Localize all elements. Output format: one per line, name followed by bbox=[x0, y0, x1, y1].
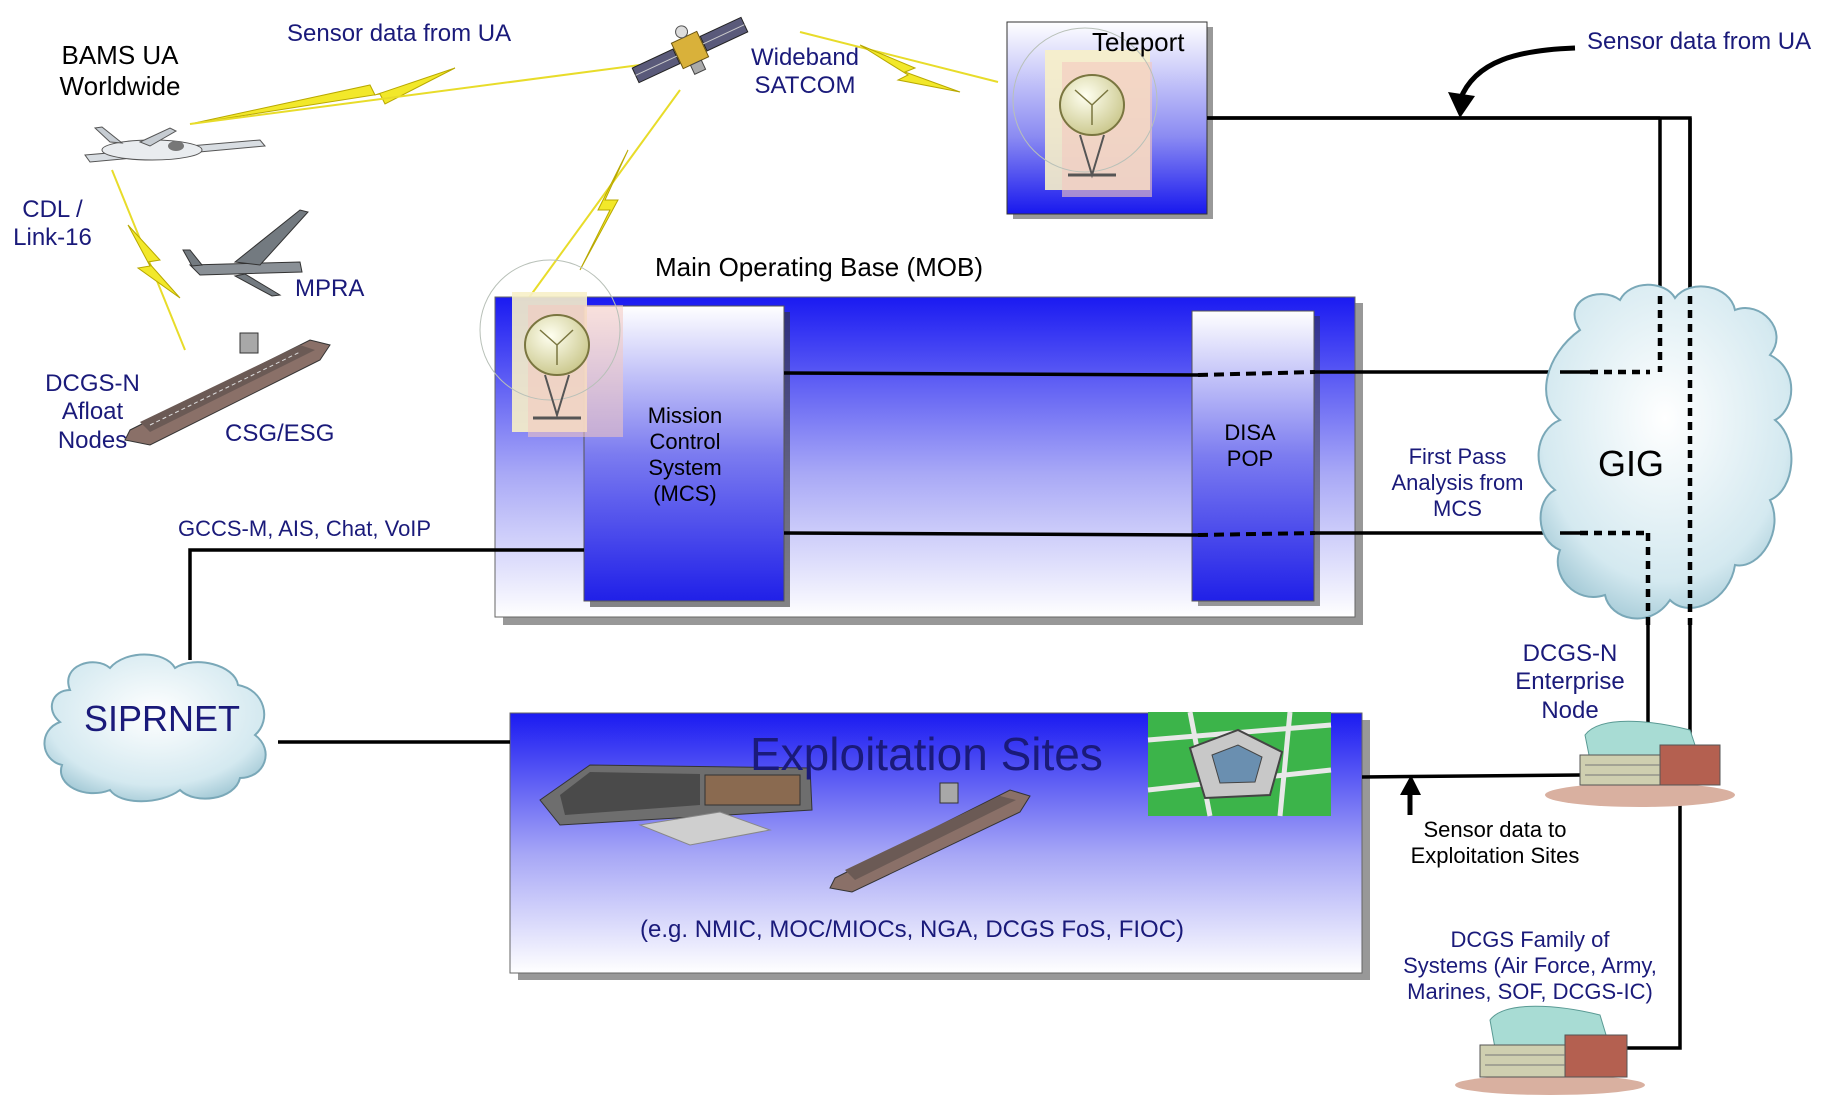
line-exploitation-enterprise bbox=[1361, 773, 1581, 779]
satcom-line2: SATCOM bbox=[754, 72, 856, 100]
satellite-icon bbox=[631, 16, 749, 84]
cdl-link16-label: CDL / Link-16 bbox=[5, 196, 100, 253]
lightning-bolt-cdl bbox=[111, 169, 186, 351]
disa-line1: DISA bbox=[1224, 420, 1276, 445]
exploitation-sites-box bbox=[509, 711, 1370, 980]
office-building-icon bbox=[539, 764, 813, 846]
connection-lines bbox=[188, 116, 1692, 1050]
mcs-line1: Mission bbox=[647, 403, 723, 428]
gig-inner-dashed bbox=[1580, 296, 1693, 625]
lightning-bolt-satcom-teleport bbox=[799, 31, 999, 93]
csg-esg-label: CSG/ESG bbox=[225, 420, 335, 447]
pop-line2: POP bbox=[1226, 445, 1274, 471]
sensor-data-ua-right-label: Sensor data from UA bbox=[1587, 28, 1812, 55]
dcgs-fos-building-icon bbox=[1455, 1005, 1645, 1095]
first-pass-label: First Pass Analysis from MCS bbox=[1375, 444, 1540, 522]
aircraft-carrier-icon bbox=[124, 332, 331, 446]
gig-vertical-lines bbox=[1658, 118, 1692, 296]
enterprise-line3: Node bbox=[1541, 696, 1599, 724]
arrow-sensor-to-gig bbox=[1448, 45, 1576, 118]
wideband-line1: Wideband bbox=[750, 44, 860, 71]
mpra-label: MPRA bbox=[295, 275, 365, 302]
disa-pop-label: DISA POP bbox=[1200, 420, 1300, 472]
line-teleport-gig bbox=[1207, 116, 1692, 296]
dcgsn-enterprise-label: DCGS-N Enterprise Node bbox=[1495, 640, 1645, 725]
pentagon-aerial-icon bbox=[1147, 711, 1332, 817]
mpra-aircraft-icon bbox=[182, 209, 309, 297]
dcgs-fos-line3: Marines, SOF, DCGS-IC) bbox=[1407, 978, 1653, 1004]
lightning-bolt-satcom-mob bbox=[519, 89, 681, 311]
siprnet-label: SIPRNET bbox=[84, 698, 241, 739]
bams-ua-label: BAMS UA Worldwide bbox=[45, 40, 195, 101]
lightning-bolt-ua-satcom bbox=[189, 64, 641, 125]
gccs-label: GCCS-M, AIS, Chat, VoIP bbox=[178, 516, 432, 541]
first-pass-line1: First Pass bbox=[1408, 444, 1507, 469]
line-mcs-siprnet bbox=[188, 548, 584, 660]
dcgsn-afloat-line3: Nodes bbox=[57, 426, 128, 454]
mob-box bbox=[479, 259, 1363, 625]
teleport-label: Teleport bbox=[1092, 27, 1185, 57]
bams-ua-line1: BAMS UA bbox=[61, 40, 179, 70]
gig-cloud bbox=[1537, 283, 1793, 620]
enterprise-line1: DCGS-N bbox=[1522, 640, 1618, 667]
line-mcs-disa-top bbox=[783, 371, 1199, 377]
first-pass-line3: MCS bbox=[1433, 495, 1482, 521]
exploitation-carrier-icon bbox=[829, 782, 1031, 893]
dashed-connection-lines bbox=[1197, 370, 1316, 537]
enterprise-line2: Enterprise bbox=[1515, 668, 1625, 696]
gig-inner-lines bbox=[1560, 370, 1590, 535]
sensor-to-exploitation-line2: Exploitation Sites bbox=[1410, 842, 1580, 868]
mcs-line3: System bbox=[648, 454, 722, 480]
mcs-label: Mission Control System (MCS) bbox=[600, 403, 770, 507]
siprnet-cloud bbox=[43, 653, 267, 803]
dcgs-fos-line1: DCGS Family of bbox=[1450, 927, 1610, 952]
dcgsn-afloat-label: DCGS-N Afloat Nodes bbox=[30, 370, 155, 455]
dcgsn-afloat-line2: Afloat bbox=[61, 398, 124, 426]
sensor-data-ua-left-label: Sensor data from UA bbox=[287, 20, 512, 47]
exploitation-sites-title: Exploitation Sites bbox=[750, 728, 1103, 780]
mob-title: Main Operating Base (MOB) bbox=[655, 252, 984, 282]
gig-label: GIG bbox=[1598, 443, 1665, 484]
teleport-box bbox=[1006, 21, 1213, 219]
mcs-line4: (MCS) bbox=[653, 480, 717, 506]
arrow-sensor-to-exploitation bbox=[1400, 775, 1421, 815]
wideband-satcom-label: Wideband SATCOM bbox=[740, 44, 870, 101]
exploitation-examples-label: (e.g. NMIC, MOC/MIOCs, NGA, DCGS FoS, FI… bbox=[640, 916, 1185, 943]
sensor-to-exploitation-label: Sensor data to Exploitation Sites bbox=[1395, 817, 1595, 869]
line-mcs-disa-bottom bbox=[783, 531, 1199, 537]
uav-aircraft-icon bbox=[84, 126, 266, 163]
dcgsn-afloat-line1: DCGS-N bbox=[45, 370, 140, 397]
cdl-line1: CDL / bbox=[22, 196, 83, 223]
sensor-to-exploitation-line1: Sensor data to bbox=[1423, 817, 1567, 842]
line-enterprise-fos bbox=[1620, 800, 1682, 1050]
mcs-line2: Control bbox=[649, 428, 721, 454]
dcgs-fos-label: DCGS Family of Systems (Air Force, Army,… bbox=[1385, 927, 1675, 1005]
first-pass-line2: Analysis from bbox=[1391, 469, 1524, 495]
enterprise-node-building-icon bbox=[1545, 720, 1735, 807]
bams-ua-line2: Worldwide bbox=[59, 70, 181, 101]
link16-line2: Link-16 bbox=[13, 224, 92, 252]
dcgs-fos-line2: Systems (Air Force, Army, bbox=[1403, 952, 1657, 978]
